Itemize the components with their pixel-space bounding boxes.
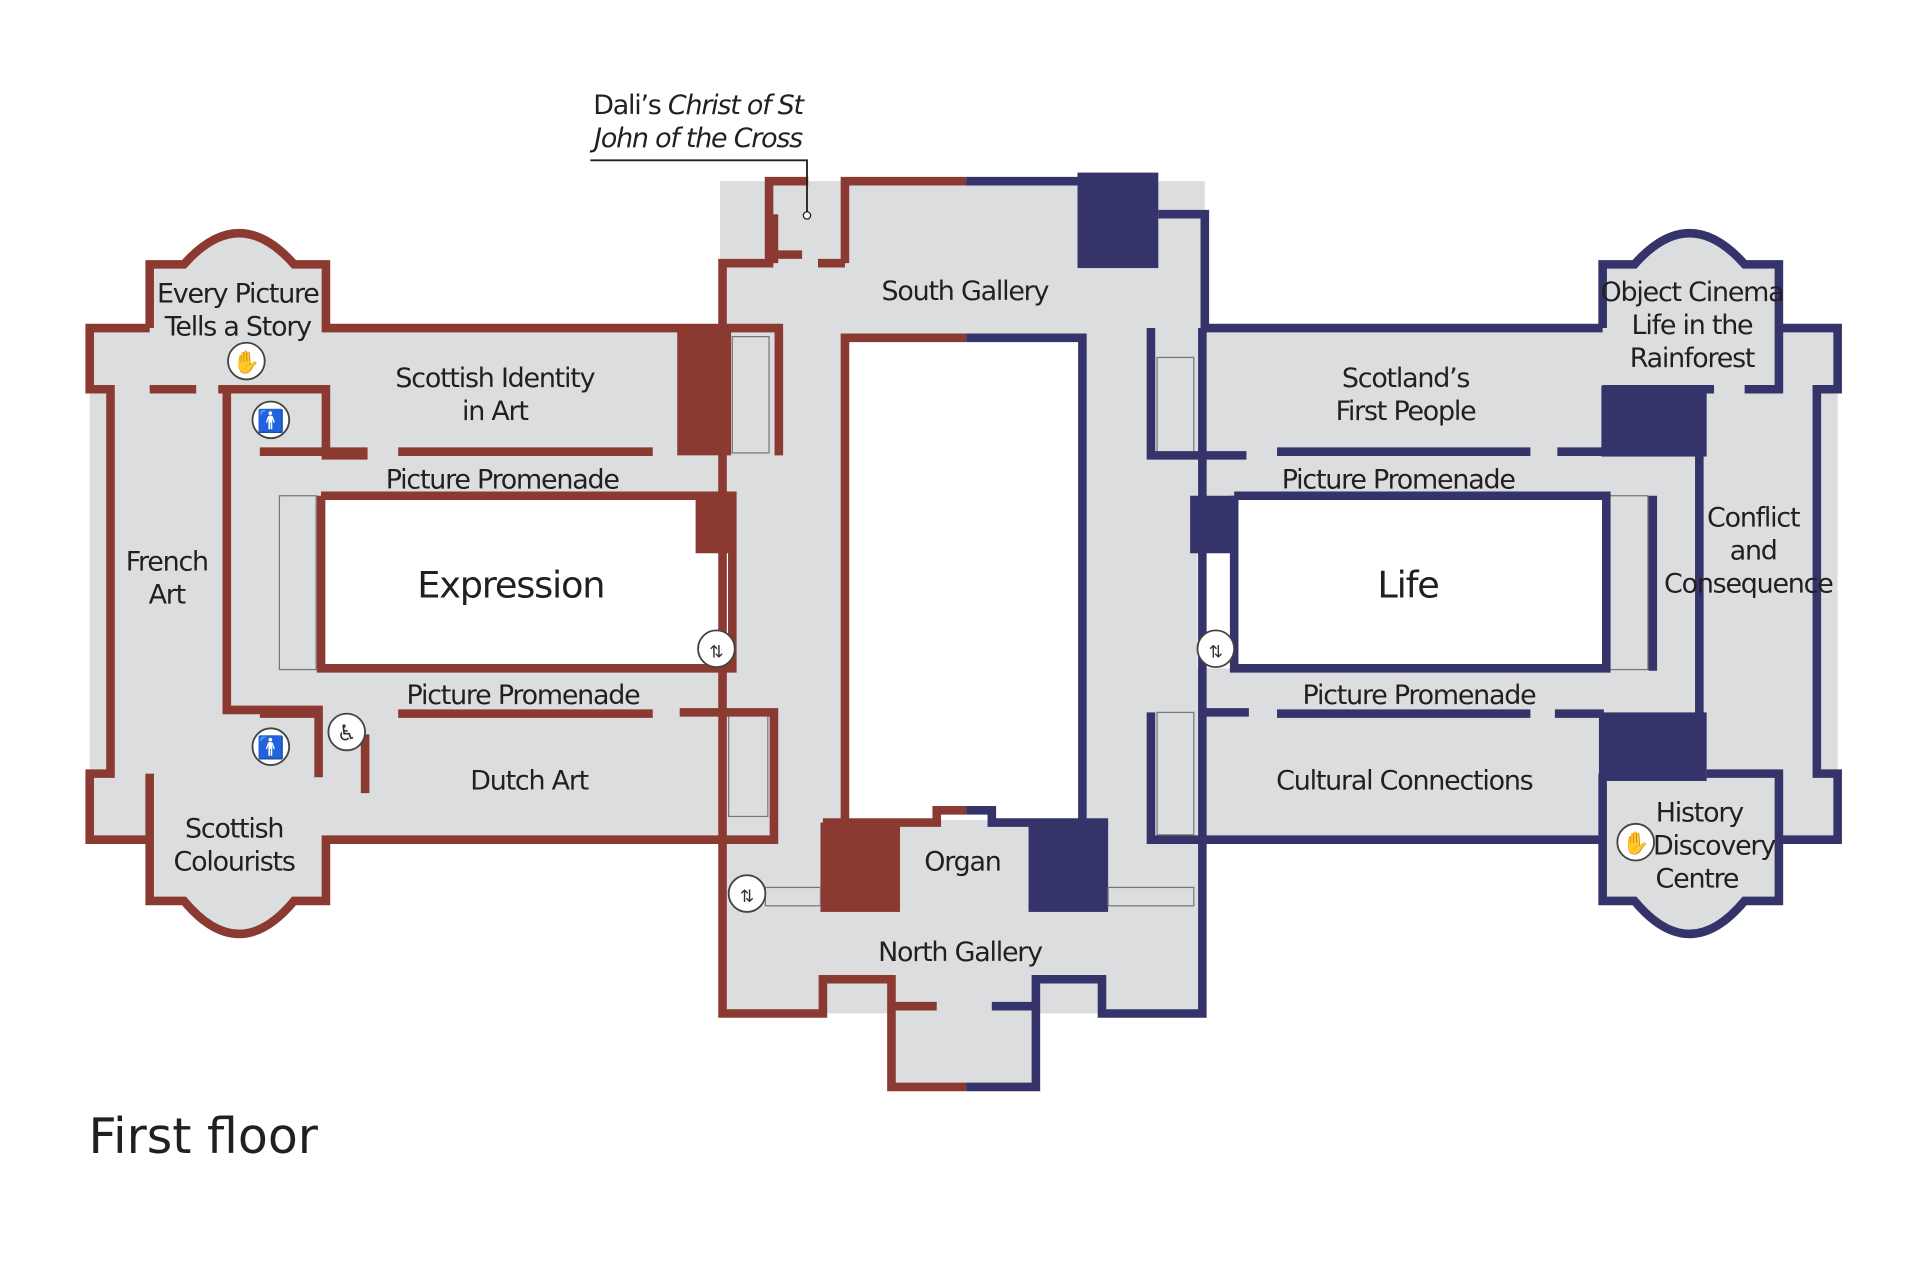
svg-text:✋: ✋ [1622, 831, 1649, 857]
life-court [1197, 499, 1607, 669]
svg-text:John of the Cross: John of the Cross [589, 123, 803, 154]
hands-on-icon: ✋ [1616, 822, 1655, 862]
label-expression: Expression [417, 563, 604, 606]
label-organ: Organ [924, 846, 1000, 877]
lift-icon: ⇅ [697, 629, 736, 669]
label-dutch-art: Dutch Art [470, 766, 588, 797]
label-life: Life [1377, 563, 1438, 606]
floor-areas [89, 181, 1838, 1087]
central-court [842, 337, 1083, 821]
floor-title: First floor [88, 1108, 318, 1165]
svg-text:Dali’s Christ of St: Dali’s Christ of St [593, 90, 805, 121]
expression-court [321, 499, 730, 669]
svg-text:✋: ✋ [233, 350, 260, 376]
label-promenade-left-bottom: Picture Promenade [407, 680, 641, 711]
label-promenade-right-bottom: Picture Promenade [1303, 680, 1537, 711]
left-wing-walls [85, 176, 967, 1092]
svg-text:⇅: ⇅ [740, 887, 754, 907]
stairs [278, 336, 1649, 907]
hands-on-icon: ✋ [227, 341, 266, 381]
label-promenade-right-top: Picture Promenade [1282, 464, 1516, 495]
svg-text:⇅: ⇅ [709, 642, 723, 662]
svg-text:⇅: ⇅ [1209, 642, 1223, 662]
label-south-gallery: South Gallery [882, 276, 1050, 307]
svg-text:♿: ♿ [337, 722, 357, 747]
svg-text:🚹: 🚹 [257, 735, 284, 761]
label-north-gallery: North Gallery [878, 937, 1043, 968]
accessible-toilet-icon: ♿ [327, 712, 367, 752]
label-cultural-connections: Cultural Connections [1276, 766, 1532, 797]
label-promenade-left-top: Picture Promenade [386, 464, 620, 495]
lift-icon: ⇅ [1196, 629, 1236, 669]
toilet-icon: 🚹 [251, 727, 291, 766]
right-wing-walls [966, 176, 1842, 1092]
toilet-icon: 🚹 [251, 400, 291, 440]
svg-text:🚹: 🚹 [257, 408, 284, 434]
lift-icon: ⇅ [727, 874, 767, 913]
dali-callout: Dali’s Christ of St John of the Cross [589, 90, 812, 220]
